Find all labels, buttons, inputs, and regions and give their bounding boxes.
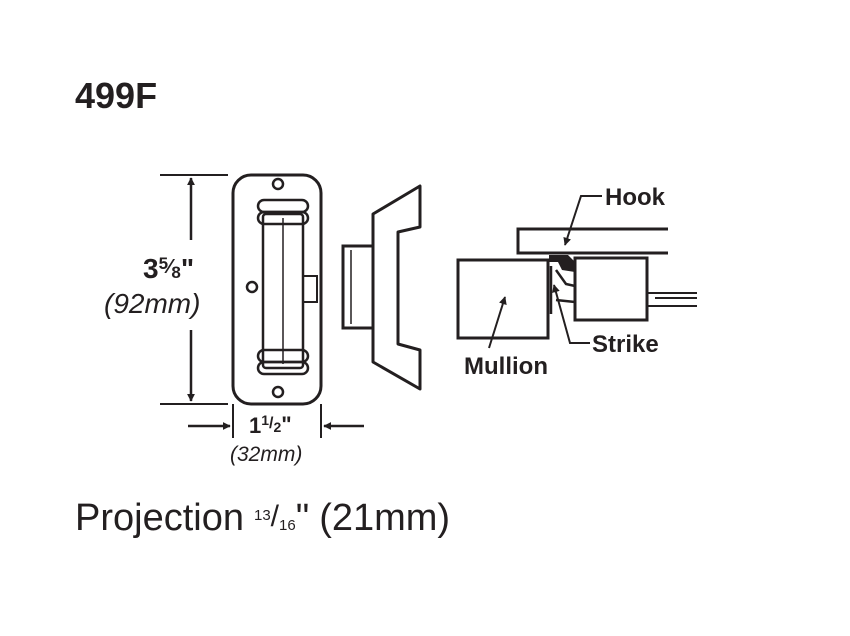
top-knuckle-1 [256, 198, 310, 214]
mullion-label: Mullion [464, 353, 548, 380]
height-inch-mark: " [181, 253, 194, 284]
bottom-knuckle-2 [256, 360, 310, 376]
projection-label: Projection [75, 497, 244, 539]
width-dimension-metric: (32mm) [230, 443, 302, 466]
width-denominator: 2 [274, 419, 282, 435]
projection-slash: / [271, 500, 280, 533]
top-knuckle-2 [256, 210, 310, 226]
height-dimension-metric: (92mm) [104, 288, 200, 319]
height-dimension-imperial: 35⁄8" [143, 253, 194, 284]
keeper-side-tab [302, 275, 318, 303]
width-inch-mark: " [281, 412, 291, 437]
side-body-block [341, 244, 375, 330]
model-title: 499F [75, 75, 157, 116]
hook-label: Hook [605, 184, 666, 211]
hook-leader [563, 195, 602, 246]
bottom-screw-hole [271, 385, 285, 399]
faceplate-outline [231, 173, 323, 406]
strike-label: Strike [592, 331, 659, 358]
faceplate-front-view [160, 173, 364, 438]
projection-text: Projection 13/16"(21mm) [75, 497, 450, 539]
projection-inch-mark: " [296, 497, 310, 539]
height-numerator: 5 [159, 254, 168, 273]
width-whole: 1 [249, 413, 261, 438]
installation-detail [456, 195, 697, 349]
width-numerator: 1 [261, 412, 269, 428]
projection-denominator: 16 [279, 517, 296, 534]
width-dimension-imperial: 11/2" [249, 412, 292, 438]
middle-screw-hole [245, 280, 259, 294]
projection-metric: (21mm) [319, 497, 450, 539]
projection-numerator: 13 [254, 507, 271, 524]
width-fraction-slash: / [269, 415, 274, 432]
hook-mechanism [549, 255, 575, 272]
mullion-box [456, 258, 550, 340]
door-rail [516, 227, 668, 255]
faceplate-side-view [341, 184, 422, 391]
strike-leader [552, 284, 590, 344]
mullion-leader [488, 296, 507, 349]
top-screw-hole [271, 177, 285, 191]
height-denominator: 8 [171, 263, 180, 282]
height-whole: 3 [143, 253, 159, 284]
strike-box [573, 256, 649, 322]
side-plate-profile [371, 184, 422, 391]
